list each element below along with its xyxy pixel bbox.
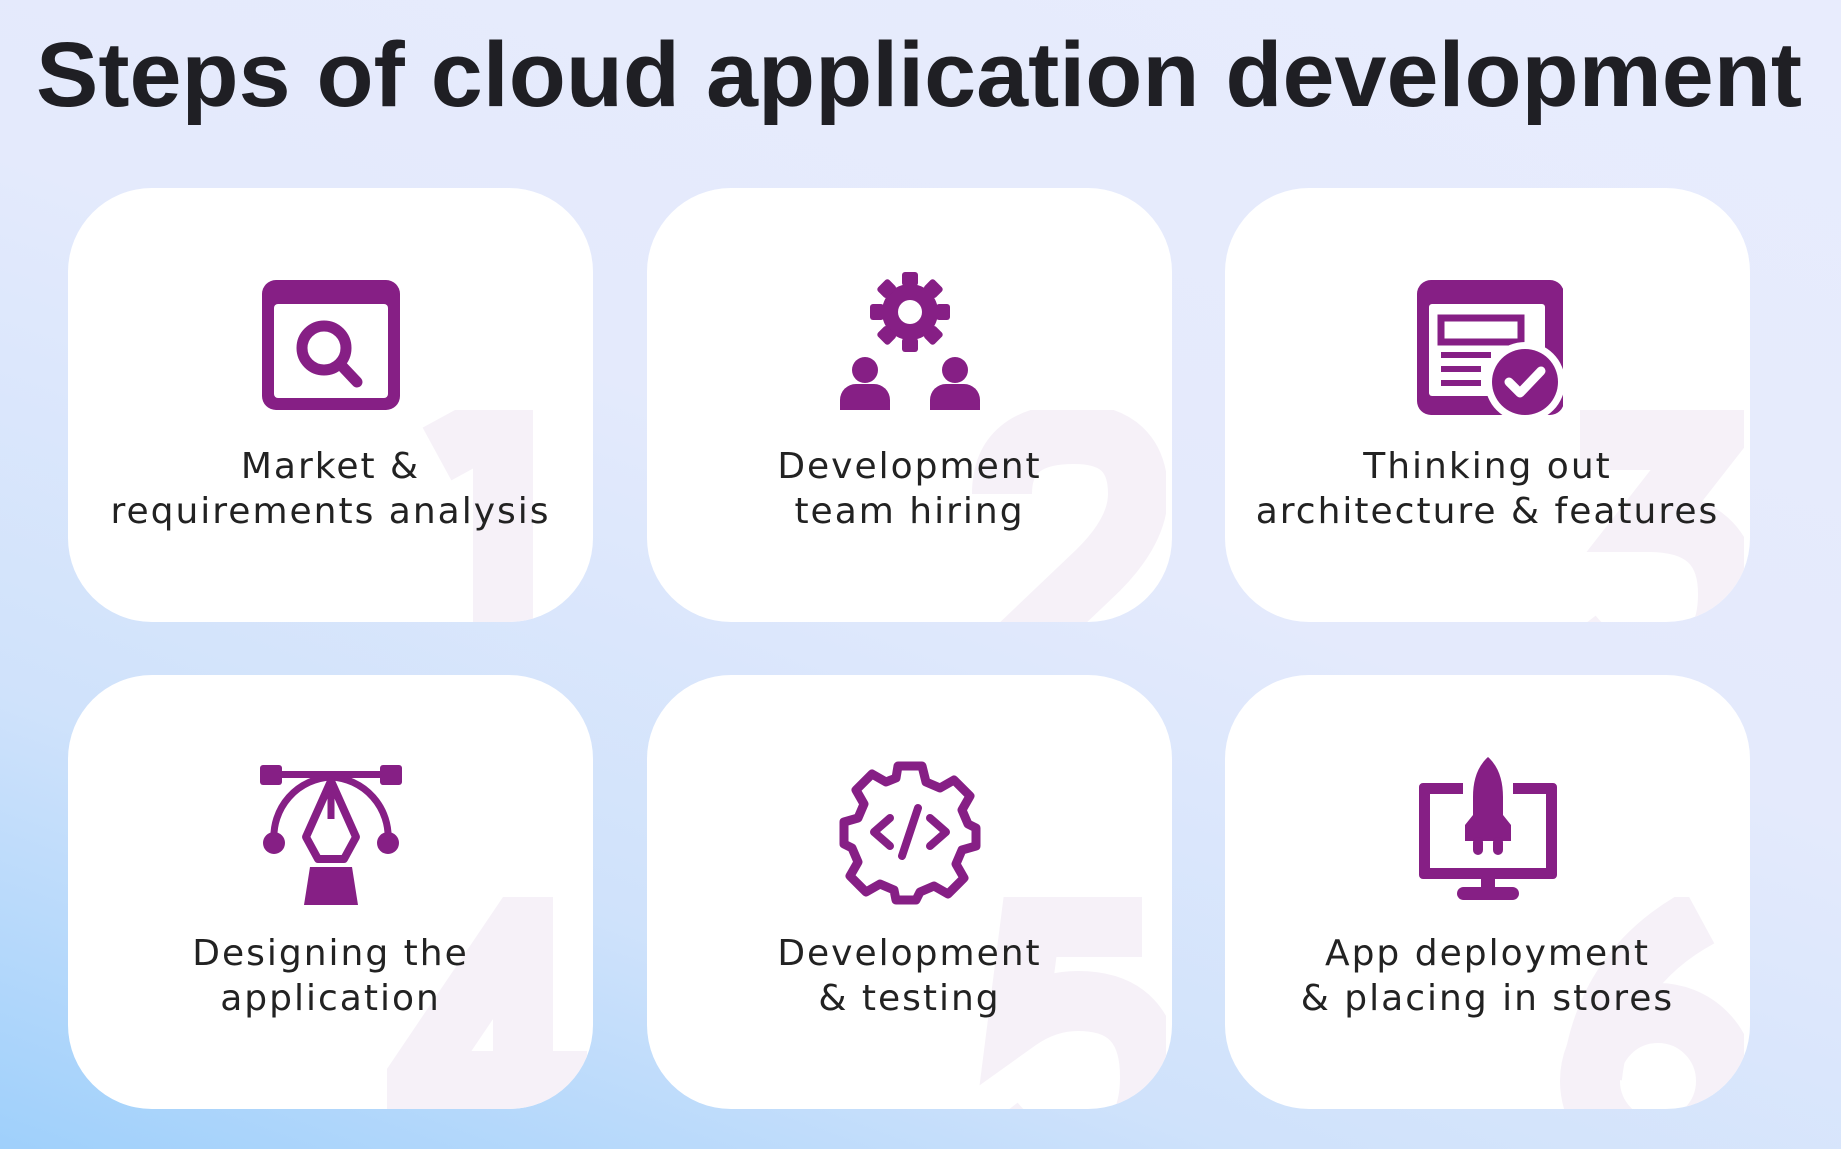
page-title-text: Steps of cloud application development <box>36 24 1802 126</box>
step-number-watermark-4 <box>387 897 587 1109</box>
step-label-line: architecture & features <box>1255 491 1720 532</box>
step-label-line: team hiring <box>794 491 1025 532</box>
page-title: Steps of cloud application development <box>36 24 1802 126</box>
team-gear-icon <box>839 272 980 410</box>
step-label-line: Development <box>777 446 1042 487</box>
step-label-line: application <box>220 978 441 1019</box>
step-card-6: App deployment & placing in stores <box>1225 675 1750 1109</box>
step-number-watermark-1 <box>422 410 533 622</box>
step-label-line: requirements analysis <box>110 491 551 532</box>
step-label-line: Designing the <box>192 933 469 974</box>
gear-code-icon <box>839 761 980 905</box>
step-number-watermark-3 <box>1580 410 1744 622</box>
step-number-watermark-5 <box>979 897 1166 1109</box>
step-card-1: Market & requirements analysis <box>68 188 593 622</box>
document-check-icon <box>1416 280 1563 420</box>
step-label-line: App deployment <box>1324 933 1651 974</box>
step-number-watermark-6 <box>1560 897 1744 1109</box>
pen-tool-icon <box>259 765 402 905</box>
step-card-5: Development & testing <box>647 675 1172 1109</box>
monitor-rocket-icon <box>1418 757 1557 900</box>
step-label-line: & testing <box>818 978 1001 1019</box>
step-number-watermark-2 <box>972 410 1166 622</box>
step-label-line: Development <box>777 933 1042 974</box>
step-card-2: Development team hiring <box>647 188 1172 622</box>
step-card-3: Thinking out architecture & features <box>1225 188 1750 622</box>
step-label-line: & placing in stores <box>1300 978 1675 1019</box>
step-label-line: Market & <box>240 446 421 487</box>
browser-search-icon <box>261 280 400 410</box>
step-card-4: Designing the application <box>68 675 593 1109</box>
step-label-line: Thinking out <box>1363 446 1612 487</box>
